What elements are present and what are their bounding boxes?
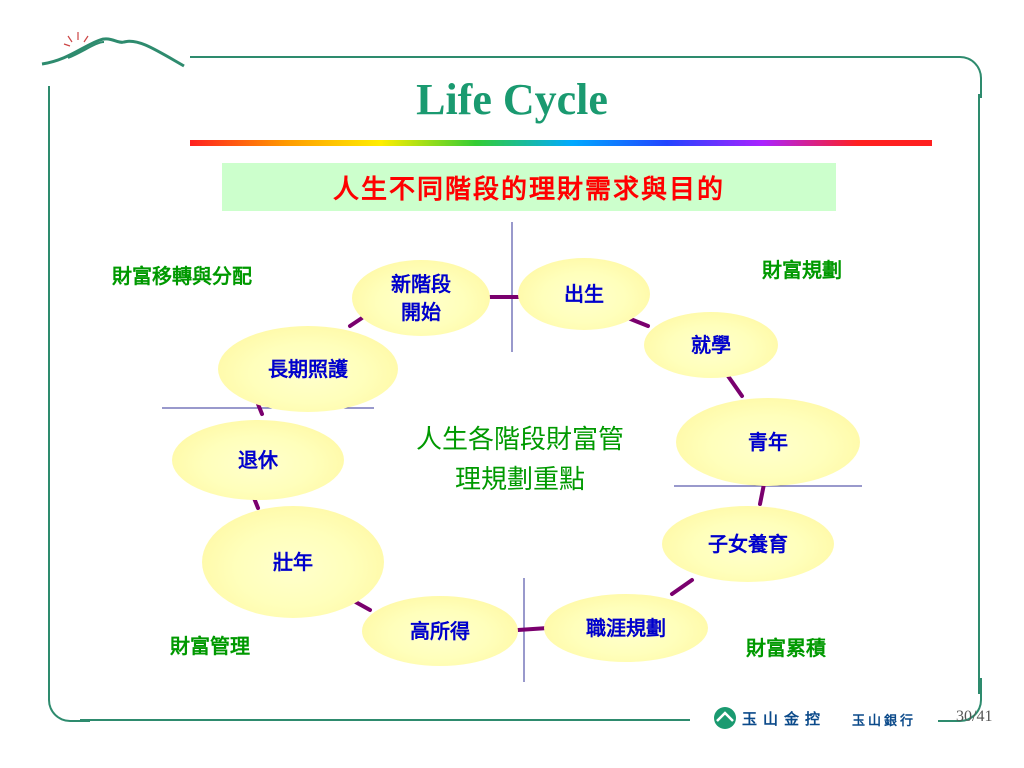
connector xyxy=(758,482,766,506)
stage-label: 壯年 xyxy=(273,550,313,574)
stage-label: 開始 xyxy=(401,300,441,324)
frame-left-line xyxy=(48,86,50,696)
stage-schooling: 就學 xyxy=(644,312,778,378)
footer-bank: 玉山銀行 xyxy=(852,714,917,729)
rainbow-divider xyxy=(190,140,932,146)
center-text: 人生各階段財富管 理規劃重點 xyxy=(380,420,660,500)
frame-corner xyxy=(938,678,982,722)
center-text-line: 理規劃重點 xyxy=(454,465,585,495)
stage-label: 職涯規劃 xyxy=(586,616,666,640)
quadrant-label-bottom-left: 財富管理 xyxy=(170,634,250,658)
stage-label: 長期照護 xyxy=(268,357,348,381)
bank-logo-icon xyxy=(714,707,736,729)
slide-subtitle: 人生不同階段的理財需求與目的 xyxy=(332,174,725,205)
stage-career-planning: 職涯規劃 xyxy=(544,594,708,662)
stage-label: 子女養育 xyxy=(708,532,788,556)
stage-youth: 青年 xyxy=(676,398,860,486)
stage-prime: 壯年 xyxy=(202,506,384,618)
subtitle-box: 人生不同階段的理財需求與目的 xyxy=(222,163,836,211)
quadrant-label-bottom-right: 財富累積 xyxy=(746,636,826,660)
stage-label: 出生 xyxy=(564,282,604,306)
stage-child-rearing: 子女養育 xyxy=(662,506,834,582)
connector xyxy=(348,316,364,328)
mountain-logo-icon xyxy=(41,32,185,68)
stage-label: 就學 xyxy=(691,333,731,357)
stage-new-start: 新階段 開始 xyxy=(352,260,490,336)
center-text-line: 人生各階段財富管 xyxy=(415,425,624,455)
slide-title: Life Cycle xyxy=(416,75,608,124)
stage-retirement: 退休 xyxy=(172,420,344,500)
frame-bottom-line xyxy=(80,719,690,721)
connector xyxy=(626,316,650,328)
quadrant-label-top-left: 財富移轉與分配 xyxy=(112,264,252,288)
stage-long-term-care: 長期照護 xyxy=(218,326,398,412)
stage-label: 青年 xyxy=(748,430,788,454)
frame-corner xyxy=(48,680,90,722)
quadrant-label-top-right: 財富規劃 xyxy=(762,258,842,282)
connector xyxy=(516,626,550,632)
stage-high-income: 高所得 xyxy=(362,596,518,666)
frame-top-line xyxy=(190,56,960,58)
frame-right-line xyxy=(978,94,980,694)
page-number: 30/41 xyxy=(956,708,993,725)
connector xyxy=(670,578,694,596)
stage-label: 新階段 xyxy=(391,272,451,296)
stage-label: 高所得 xyxy=(410,619,470,643)
footer-company: 玉山金控 xyxy=(742,710,827,728)
stage-birth: 出生 xyxy=(518,258,650,330)
connector xyxy=(726,374,744,398)
frame-corner xyxy=(940,56,982,98)
stage-label: 退休 xyxy=(238,448,278,472)
connector xyxy=(256,402,264,416)
